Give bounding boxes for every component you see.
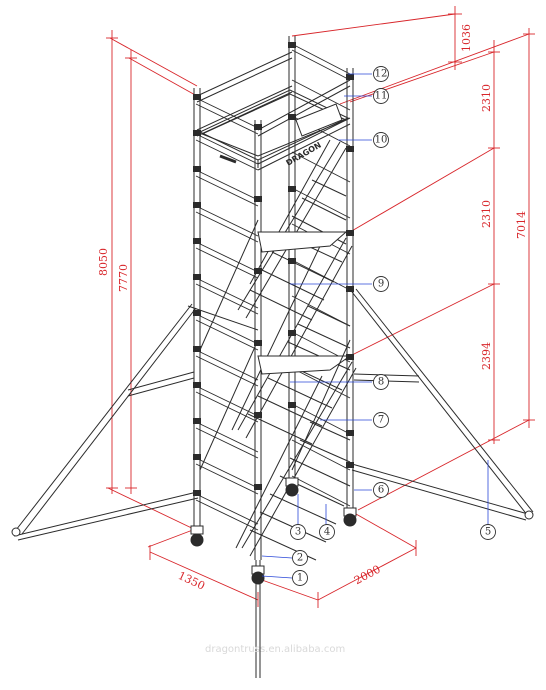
callout-9: 9 [378, 279, 384, 290]
watermark: dragontruss.en.alibaba.com [205, 644, 346, 655]
stair-flights [199, 139, 357, 561]
dimension-lines [106, 6, 535, 608]
callout-6: 6 [378, 485, 384, 496]
castor-wheels [190, 477, 357, 585]
callout-2: 2 [297, 553, 303, 564]
dim-section-3: 2394 [480, 342, 493, 370]
clamps [193, 42, 354, 496]
dim-overall-height: 8050 [97, 248, 110, 276]
dim-width: 1350 [176, 569, 207, 593]
callout-7: 7 [378, 415, 384, 426]
dim-top-rail: 1036 [460, 24, 473, 52]
callout-markers [290, 66, 496, 586]
dim-section-2: 2310 [480, 200, 493, 228]
dim-section-1: 2310 [480, 84, 493, 112]
callout-3: 3 [295, 527, 301, 538]
callout-8: 8 [378, 377, 384, 388]
callout-5: 5 [485, 527, 491, 538]
dim-frame-height: 7770 [117, 264, 130, 292]
leader-lines [261, 73, 489, 579]
dim-platform-height: 7014 [515, 211, 528, 239]
frame-rungs [195, 43, 351, 531]
callout-4: 4 [324, 527, 330, 538]
platform-guardrails [196, 51, 351, 171]
callout-10: 10 [375, 135, 388, 146]
callout-11: 11 [375, 91, 388, 102]
dim-length: 2000 [352, 563, 383, 588]
callout-1: 1 [297, 573, 303, 584]
outriggers [13, 288, 534, 541]
callout-12: 12 [375, 69, 388, 80]
